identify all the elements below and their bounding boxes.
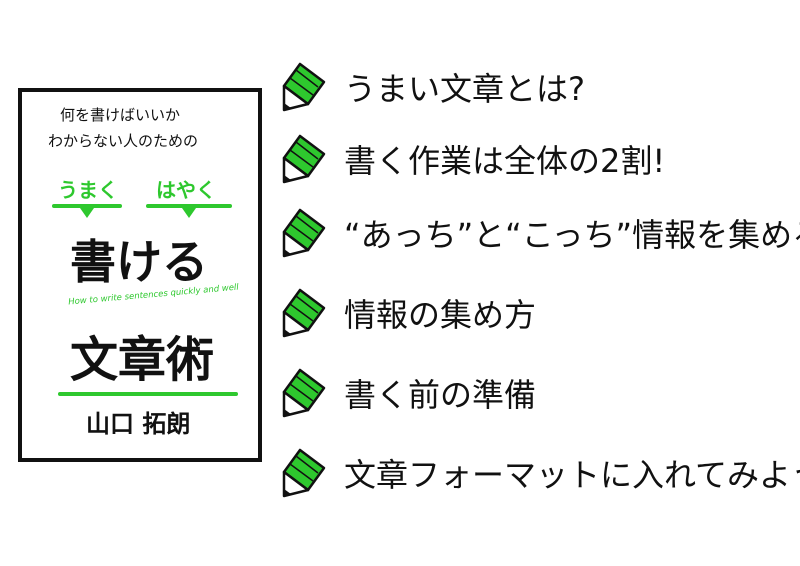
checklist: うまい文章とは? 書く作業は全体の2割! “あっち”と“こっち”情報を集める! <box>276 0 800 566</box>
title-underline <box>58 392 238 396</box>
checklist-item-label: “あっち”と“こっち”情報を集める! <box>344 216 800 254</box>
pencil-icon <box>282 134 326 184</box>
keyword-left-underline <box>52 204 122 208</box>
checklist-item-label: 文章フォーマットに入れてみよう <box>344 456 800 494</box>
checklist-item-label: うまい文章とは? <box>344 70 585 108</box>
checklist-item-label: 書く前の準備 <box>344 376 537 414</box>
keyword-left: うまく <box>58 178 118 202</box>
checklist-item: “あっち”と“こっち”情報を集める! <box>276 200 800 260</box>
pencil-icon <box>282 288 326 338</box>
keyword-right-underline <box>146 204 232 208</box>
keyword-right-arrow-icon <box>182 208 196 218</box>
book-title-line1: 書ける <box>70 235 208 289</box>
book-author: 山口 拓朗 <box>86 410 191 438</box>
pencil-icon <box>282 448 326 498</box>
book-subtitle-line2: わからない人のための <box>48 132 199 150</box>
checklist-item-label: 情報の集め方 <box>344 296 537 334</box>
checklist-item: うまい文章とは? <box>276 54 796 114</box>
keyword-left-arrow-icon <box>80 208 94 218</box>
pencil-icon <box>282 62 326 112</box>
keyword-right: はやく <box>156 178 216 202</box>
book-cover: 何を書けばいいか わからない人のための うまく はやく 書ける How to w… <box>18 88 262 462</box>
checklist-item-label: 書く作業は全体の2割! <box>344 142 666 180</box>
checklist-item: 文章フォーマットに入れてみよう <box>276 440 800 500</box>
pencil-icon <box>282 368 326 418</box>
book-title-line2: 文章術 <box>70 332 215 388</box>
checklist-item: 書く前の準備 <box>276 360 796 420</box>
book-subtitle-line1: 何を書けばいいか <box>60 106 181 124</box>
pencil-icon <box>282 208 326 258</box>
checklist-item: 書く作業は全体の2割! <box>276 126 796 186</box>
checklist-item: 情報の集め方 <box>276 280 796 340</box>
